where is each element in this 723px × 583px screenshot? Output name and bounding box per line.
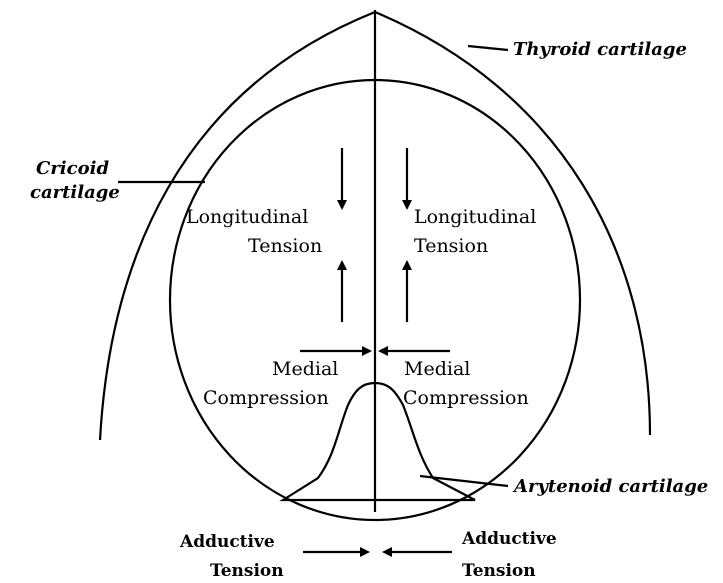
right-adductive-label-2: Tension [462, 561, 536, 581]
thyroid-cartilage-label: Thyroid cartilage [513, 39, 687, 60]
left-adductive-label-1: Adductive [179, 532, 275, 552]
arytenoid-cartilage-label: Arytenoid cartilage [512, 476, 708, 497]
left-longitudinal-label-2: Tension [248, 235, 322, 257]
thyroid-leader-line [468, 46, 508, 50]
right-medial-label-1: Medial [404, 358, 470, 380]
right-medial-label-2: Compression [403, 387, 529, 409]
cricoid-label-line1: Cricoid [36, 158, 109, 179]
right-longitudinal-label-1: Longitudinal [414, 206, 536, 228]
left-medial-label-2: Compression [203, 387, 329, 409]
left-medial-label-1: Medial [272, 358, 338, 380]
right-adductive-label-1: Adductive [461, 529, 557, 549]
left-adductive-label-2: Tension [210, 561, 284, 581]
left-longitudinal-label-1: Longitudinal [186, 206, 308, 228]
right-longitudinal-label-2: Tension [414, 235, 488, 257]
cricoid-label-line2: cartilage [30, 182, 120, 203]
